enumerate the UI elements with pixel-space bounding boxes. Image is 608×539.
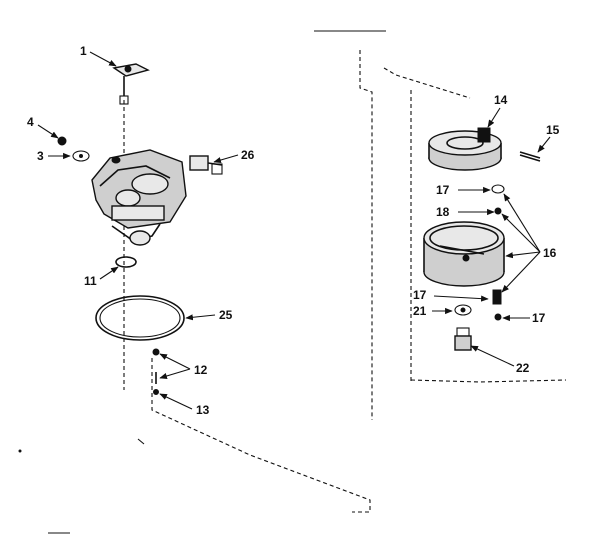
callout-16: 16 (543, 246, 557, 260)
leader-13 (159, 393, 193, 410)
part-17-spring (492, 289, 502, 305)
part-25-gasket (95, 295, 185, 341)
callout-21: 21 (413, 304, 427, 318)
dashed-frame-right (383, 67, 567, 383)
leader-16c (505, 251, 541, 259)
callout-14: 14 (494, 93, 508, 107)
part-18-dot (494, 207, 502, 215)
carburetor-body (91, 149, 187, 246)
leader-26 (213, 154, 239, 164)
part-22-screw (454, 327, 472, 351)
callout-17b: 17 (413, 288, 427, 302)
stray-mark (137, 438, 145, 445)
callout-17a: 17 (436, 183, 450, 197)
leader-22 (470, 345, 515, 367)
leader-12b (159, 368, 191, 379)
leader-4 (37, 124, 59, 139)
dashed-frame-left (151, 50, 373, 513)
callout-11: 11 (84, 274, 97, 288)
callout-22: 22 (516, 361, 530, 375)
part-21-washer (454, 304, 472, 316)
leader-15 (537, 136, 551, 153)
part-3-washer (72, 150, 90, 162)
part-14-collar (428, 127, 502, 171)
callout-15: 15 (546, 123, 560, 137)
leader-16a (503, 193, 541, 253)
leader-11 (99, 266, 119, 280)
part-11-oring (115, 256, 137, 268)
part-1-fitting (112, 63, 150, 105)
callout-25: 25 (219, 308, 233, 322)
leader-25 (185, 314, 216, 321)
leader-17b (433, 295, 489, 302)
callout-17c: 17 (532, 311, 546, 325)
leader-16b (501, 213, 541, 253)
part-12-13-pins (152, 348, 160, 395)
callout-4: 4 (27, 115, 34, 129)
leader-16d (501, 251, 541, 293)
callout-13: 13 (196, 403, 210, 417)
callout-26: 26 (241, 148, 255, 162)
part-15-pin (519, 151, 541, 162)
part-17-cap-top (491, 184, 505, 194)
part-17-small (494, 313, 502, 321)
part-16-bowl (423, 221, 505, 287)
leader-14 (487, 107, 501, 128)
stray-dot (18, 449, 22, 453)
leader-1 (89, 51, 117, 67)
part-26-inlet-fitting (189, 155, 223, 175)
callout-1: 1 (80, 44, 87, 58)
callout-18: 18 (436, 205, 450, 219)
leader-12a (159, 353, 191, 370)
callout-3: 3 (37, 149, 44, 163)
part-4-nut (57, 136, 67, 146)
callout-12: 12 (194, 363, 208, 377)
